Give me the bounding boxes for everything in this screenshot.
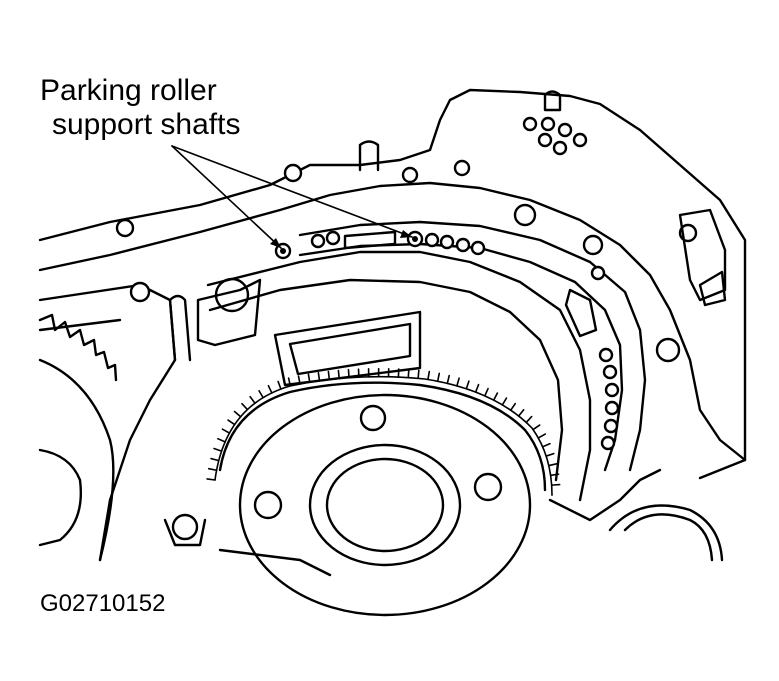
flange-outline-inner xyxy=(298,242,624,472)
ring-gear xyxy=(214,375,553,496)
gear-tooth xyxy=(541,442,551,448)
gear-tooth xyxy=(337,369,340,380)
gear-tooth xyxy=(484,387,489,397)
gear-tooth xyxy=(210,457,220,462)
gear-tooth xyxy=(206,478,216,481)
upper-boss xyxy=(358,140,380,172)
gear-tooth xyxy=(221,428,231,434)
hub-center xyxy=(325,457,445,553)
gear-tooth xyxy=(532,424,541,431)
flange-bolt-holes xyxy=(115,116,698,451)
parking-bracket-inner xyxy=(208,278,564,482)
gear-tooth xyxy=(207,467,218,472)
parking-bracket xyxy=(206,250,592,502)
gear-tooth xyxy=(241,402,249,411)
right-bracket xyxy=(678,208,727,302)
gear-tooth xyxy=(545,452,555,457)
gear-teeth xyxy=(206,367,561,496)
gear-tooth xyxy=(327,370,331,381)
gear-tooth xyxy=(501,397,508,406)
gear-tooth xyxy=(492,392,499,401)
gear-tooth xyxy=(216,437,226,443)
hub-holes xyxy=(253,404,503,520)
side-bosses xyxy=(214,203,681,363)
left-gear-rim xyxy=(38,358,115,562)
gear-tooth xyxy=(213,447,223,452)
right-flange-slot xyxy=(564,288,598,338)
gear-tooth xyxy=(258,389,264,399)
gear-tooth xyxy=(233,410,242,418)
gear-tooth xyxy=(277,380,282,390)
gear-tooth xyxy=(249,395,256,404)
bottom-flange xyxy=(218,468,662,577)
gear-tooth xyxy=(267,384,273,394)
case-outline xyxy=(38,88,747,480)
pawl-arm xyxy=(196,278,262,347)
gear-tooth xyxy=(537,433,547,439)
gear-tooth xyxy=(509,402,517,412)
hub-outer xyxy=(238,393,532,617)
case-inner-rim xyxy=(38,181,747,462)
guide-plate xyxy=(273,310,422,387)
bolts xyxy=(129,281,207,547)
bottom-right-opening-inner xyxy=(623,513,714,562)
gear-tooth xyxy=(456,377,460,387)
right-tab xyxy=(698,270,727,307)
gear-tooth xyxy=(417,369,420,380)
left-shaft xyxy=(38,448,82,547)
flange-slot xyxy=(343,230,397,250)
callout-label-line-1: Parking roller xyxy=(40,74,217,107)
gear-tooth xyxy=(548,463,558,467)
guide-plate-inner xyxy=(288,322,412,376)
left-gear-teeth xyxy=(38,313,118,382)
gear-tooth xyxy=(427,370,431,381)
gear-tooth xyxy=(297,375,301,385)
gear-tooth xyxy=(407,368,410,379)
gear-tooth xyxy=(550,483,561,486)
left-rod xyxy=(168,294,192,362)
gear-tooth xyxy=(474,383,480,393)
right-boss xyxy=(543,90,562,112)
gear-tooth xyxy=(549,473,560,477)
gear-tooth xyxy=(287,377,292,387)
bottom-right-opening xyxy=(608,504,724,562)
callout-label-line-2: support shafts xyxy=(52,108,241,141)
gear-tooth xyxy=(347,368,350,379)
gear-tooth xyxy=(307,373,311,384)
gear-tooth xyxy=(517,408,525,417)
gear-tooth xyxy=(227,419,236,426)
gear-tooth xyxy=(446,374,451,385)
gear-tooth xyxy=(465,380,470,390)
gear-tooth xyxy=(317,372,321,382)
flange-outline xyxy=(298,220,647,472)
gear-tooth xyxy=(525,415,533,424)
figure-code: G02710152 xyxy=(40,590,166,617)
hub-ring xyxy=(308,443,462,567)
gear-tooth xyxy=(436,372,441,383)
callout-leader-lines xyxy=(171,145,413,249)
